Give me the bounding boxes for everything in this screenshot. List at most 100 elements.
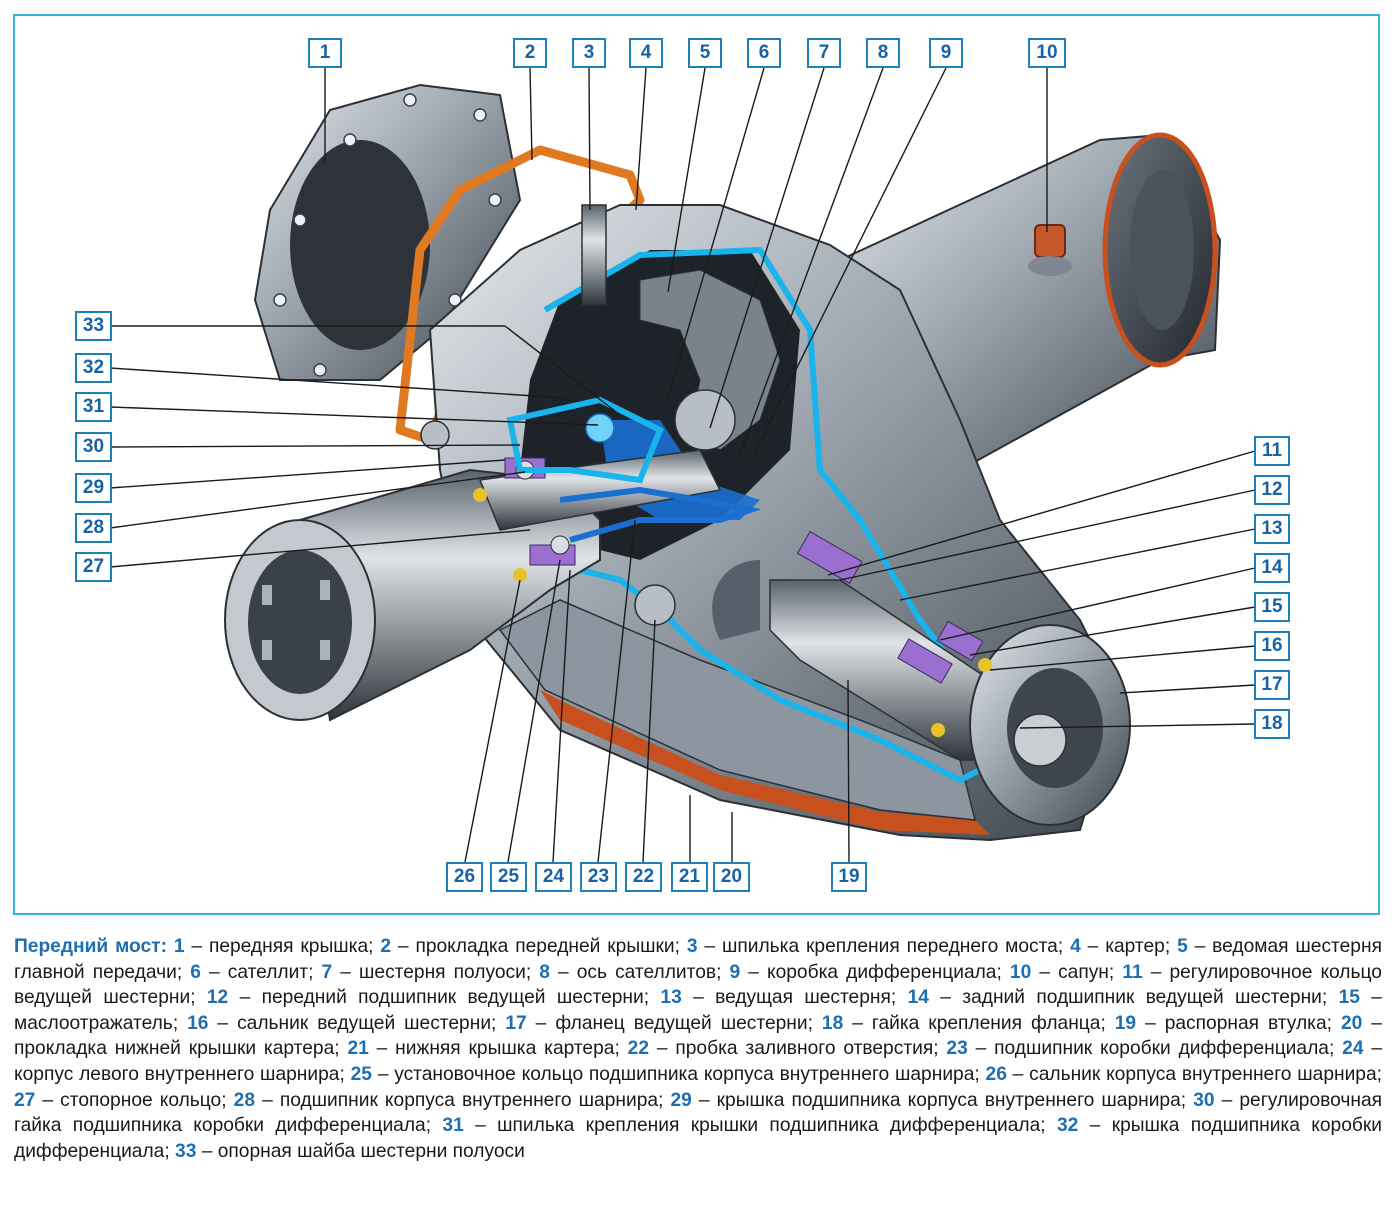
- caption-item-number: 13: [660, 987, 682, 1009]
- callout-15: 15: [1254, 592, 1290, 622]
- callout-2: 2: [513, 38, 547, 68]
- front-axle-cutaway-illustration: [109, 67, 1256, 863]
- callout-21: 21: [671, 862, 708, 892]
- caption-item-number: 16: [187, 1012, 209, 1034]
- callout-24: 24: [535, 862, 572, 892]
- callout-6: 6: [747, 38, 781, 68]
- caption-item-number: 17: [505, 1012, 527, 1034]
- caption-item-number: 31: [442, 1115, 464, 1137]
- callout-12: 12: [1254, 475, 1290, 505]
- caption-item-text: ведущая шестерня: [715, 987, 891, 1009]
- callout-10: 10: [1028, 38, 1066, 68]
- caption-item-number: 18: [821, 1012, 844, 1034]
- caption-item-number: 19: [1114, 1012, 1137, 1034]
- caption-item-text: сателлит: [227, 961, 309, 983]
- caption-item-number: 21: [347, 1038, 369, 1060]
- caption-item-number: 6: [190, 961, 201, 983]
- caption-item-text: сальник ведущей шестерни: [237, 1012, 492, 1034]
- caption-item-text: опорная шайба шестерни полуоси: [217, 1140, 525, 1162]
- callout-5: 5: [688, 38, 722, 68]
- caption-item-text: прокладка передней крышки: [415, 936, 675, 957]
- caption-item-text: пробка заливного отверстия: [675, 1038, 934, 1060]
- caption-item-text: подшипник коробки дифференциала: [994, 1038, 1329, 1060]
- callout-4: 4: [629, 38, 663, 68]
- caption-item-number: 5: [1177, 936, 1188, 957]
- callout-33: 33: [75, 311, 112, 341]
- caption-item-number: 20: [1340, 1012, 1363, 1034]
- caption-item-text: картер: [1105, 936, 1165, 957]
- caption-item-text: нижняя крышка картера: [395, 1038, 615, 1060]
- caption-item-number: 1: [173, 936, 185, 957]
- caption-item-text: установочное кольцо подшипника корпуса в…: [394, 1063, 975, 1085]
- caption-item-text: крышка подшипника коробки дифференциала: [14, 1115, 1382, 1162]
- caption-item-text: распорная втулка: [1164, 1012, 1327, 1034]
- callout-1: 1: [308, 38, 342, 68]
- caption-item-number: 22: [627, 1038, 649, 1060]
- caption-item-number: 10: [1009, 961, 1032, 983]
- callout-8: 8: [866, 38, 900, 68]
- caption-item-number: 27: [14, 1089, 36, 1111]
- callout-25: 25: [490, 862, 527, 892]
- callout-11: 11: [1254, 436, 1290, 466]
- caption-item-number: 26: [985, 1063, 1007, 1085]
- caption-item-text: ось сателлитов: [576, 961, 717, 983]
- caption-item-number: 29: [670, 1089, 692, 1111]
- caption-item-text: регулировочная гайка подшипника коробки …: [14, 1089, 1383, 1137]
- caption-item-text: крышка подшипника корпуса внутреннего ша…: [716, 1089, 1181, 1111]
- caption-item-text: стопорное кольцо: [60, 1089, 222, 1111]
- caption-item-text: задний подшипник ведущей шестерни: [962, 987, 1322, 1009]
- caption-item-text: шпилька крепления крышки подшипника дифф…: [497, 1115, 1041, 1137]
- callout-7: 7: [807, 38, 841, 68]
- callout-30: 30: [75, 432, 112, 462]
- caption-title: Передний мост:: [14, 936, 167, 957]
- caption-item-text: коробка дифференциала: [766, 961, 997, 983]
- callout-9: 9: [929, 38, 963, 68]
- caption-item-number: 11: [1122, 961, 1143, 983]
- callout-26: 26: [446, 862, 483, 892]
- caption-item-number: 9: [729, 961, 741, 983]
- caption-item-number: 7: [321, 961, 333, 983]
- caption-item-number: 24: [1342, 1038, 1364, 1060]
- caption-item-text: прокладка нижней крышки картера: [14, 1038, 335, 1060]
- callout-23: 23: [580, 862, 617, 892]
- caption-item-text: корпус левого внутреннего шарнира: [14, 1063, 340, 1085]
- callout-13: 13: [1254, 514, 1290, 544]
- caption-item-number: 32: [1056, 1115, 1079, 1137]
- caption-item-number: 12: [206, 987, 229, 1009]
- callout-28: 28: [75, 513, 112, 543]
- callout-19: 19: [831, 862, 867, 892]
- caption-item-text: гайка крепления фланца: [871, 1012, 1101, 1034]
- caption-item-text: передняя крышка: [208, 936, 369, 957]
- caption-item-text: фланец ведущей шестерни: [555, 1012, 808, 1034]
- callout-32: 32: [75, 353, 112, 383]
- callout-22: 22: [625, 862, 662, 892]
- callout-14: 14: [1254, 553, 1290, 583]
- caption-item-number: 2: [380, 936, 392, 957]
- callout-17: 17: [1254, 670, 1290, 700]
- caption-item-text: сальник корпуса внутреннего шарнира: [1029, 1063, 1377, 1085]
- caption-item-text: ведомая шестерня главной передачи: [14, 936, 1382, 983]
- caption-item-number: 15: [1338, 987, 1360, 1009]
- caption-item-number: 14: [907, 987, 929, 1009]
- callout-29: 29: [75, 473, 112, 503]
- callout-18: 18: [1254, 709, 1290, 739]
- caption-item-number: 3: [686, 936, 698, 957]
- callout-16: 16: [1254, 631, 1290, 661]
- callout-31: 31: [75, 392, 112, 422]
- callout-20: 20: [713, 862, 750, 892]
- caption-item-text: передний подшипник ведущей шестерни: [261, 987, 644, 1009]
- caption-item-text: шестерня полуоси: [359, 961, 526, 983]
- caption-item-number: 4: [1070, 936, 1081, 957]
- caption-item-number: 23: [946, 1038, 968, 1060]
- callout-27: 27: [75, 552, 112, 582]
- caption-item-number: 28: [233, 1089, 255, 1111]
- caption-item-text: регулировочное кольцо ведущей шестерни: [14, 961, 1382, 1009]
- caption-item-number: 33: [175, 1140, 197, 1162]
- caption-item-number: 25: [350, 1063, 372, 1085]
- caption-item-text: шпилька крепления переднего моста: [721, 936, 1058, 957]
- caption-item-number: 8: [539, 961, 550, 983]
- figure-caption: Передний мост: 1 – передняя крышка; 2 – …: [14, 936, 1383, 1162]
- caption-item-text: сапун: [1058, 961, 1109, 983]
- caption-item-number: 30: [1193, 1089, 1215, 1111]
- caption-item-text: подшипник корпуса внутреннего шарнира: [279, 1089, 659, 1111]
